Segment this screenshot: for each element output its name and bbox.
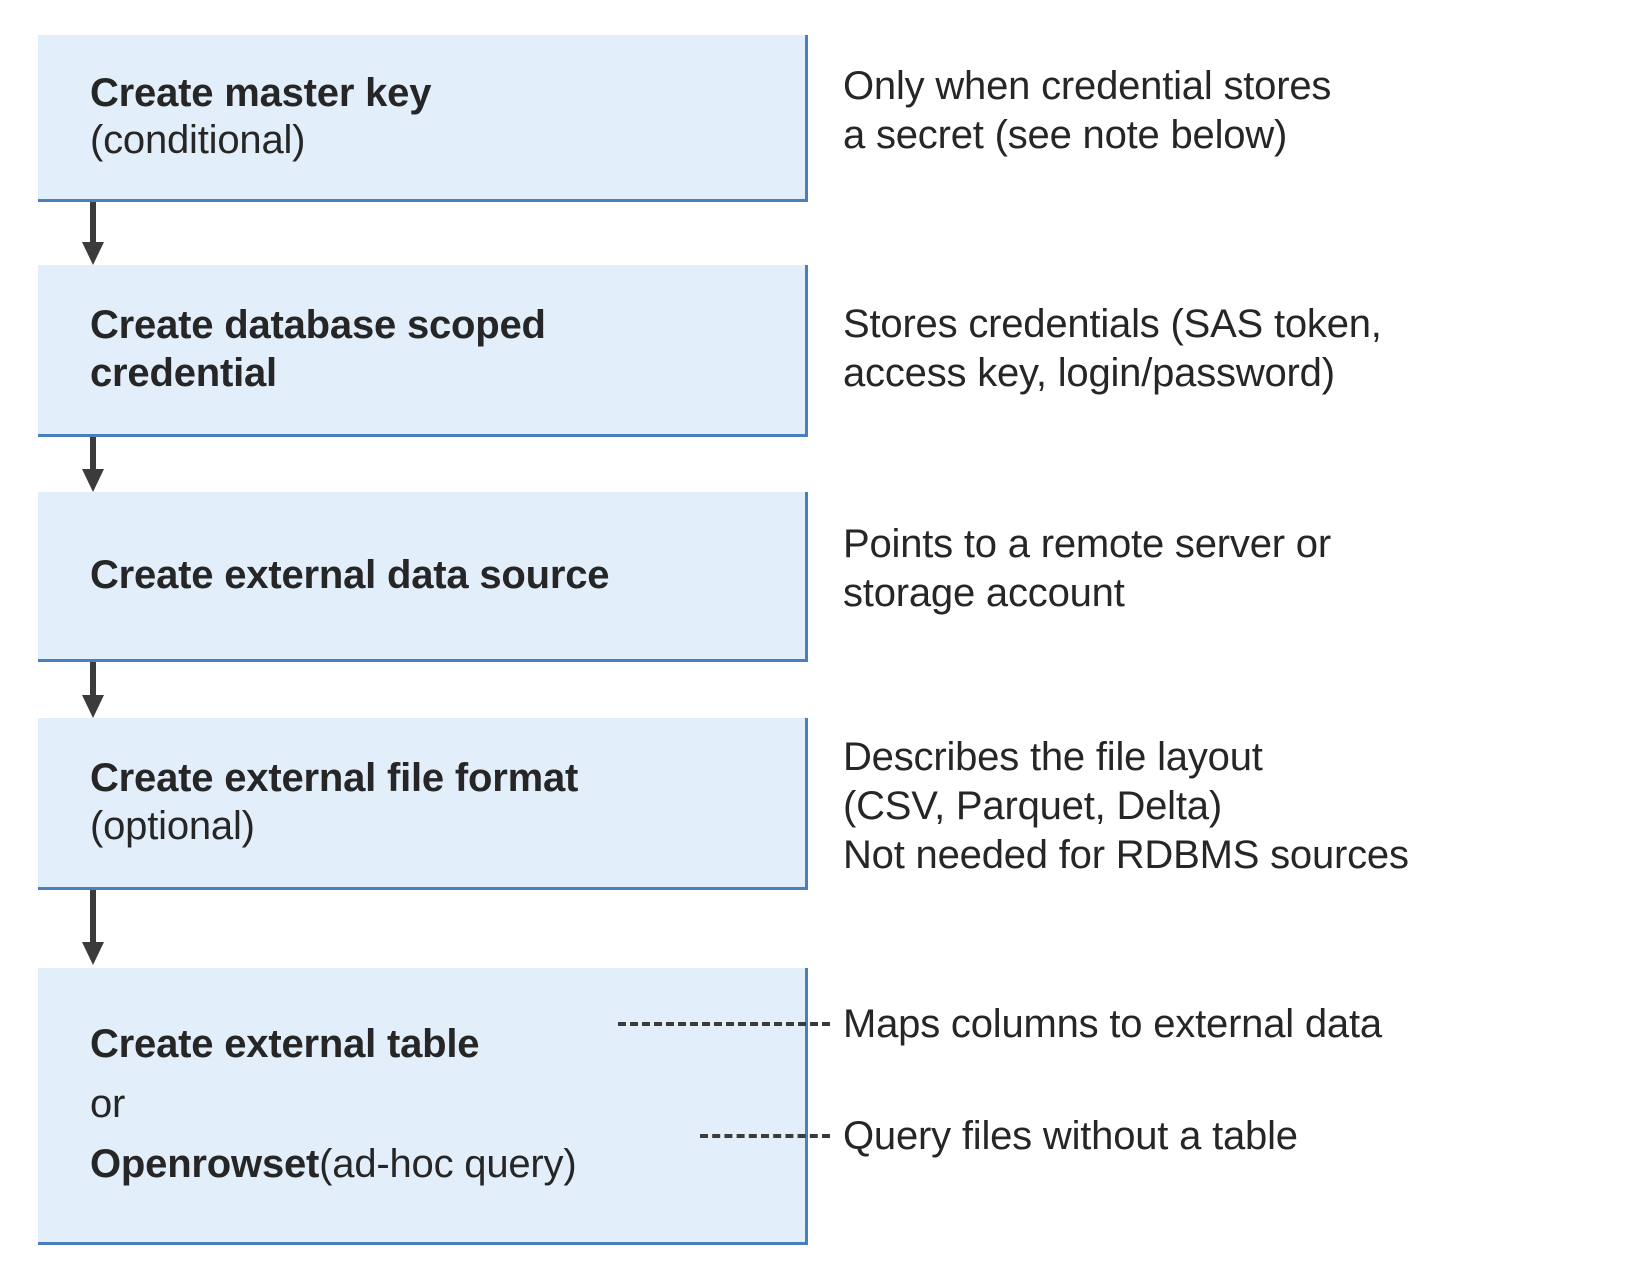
flow-arrow-3-icon (82, 662, 104, 718)
final-separator-row: or (38, 1076, 805, 1134)
step-subtitle: (optional) (90, 803, 255, 848)
dashed-connector-openrowset-icon (700, 1134, 830, 1138)
note-create-master-key: Only when credential stores a secret (se… (843, 64, 1332, 157)
step-box-create-external-file-format: Create external file format (optional) (38, 718, 808, 890)
step-title: Create database scoped (90, 303, 546, 348)
note-create-external-data-source: Points to a remote server or storage acc… (843, 522, 1331, 615)
step-title: Create external data source (90, 552, 610, 597)
step-subtitle: (conditional) (90, 118, 306, 162)
step-box-create-master-key: Create master key (conditional) (38, 35, 808, 202)
step-title-line2: credential (90, 350, 277, 395)
note-create-database-scoped-credential: Stores credentials (SAS token, access ke… (843, 302, 1382, 395)
step-box-create-external-data-source: Create external data source (38, 492, 808, 662)
flow-arrow-1-icon (82, 202, 104, 265)
final-separator-label: or (90, 1082, 126, 1127)
flow-arrow-4-icon (82, 890, 104, 968)
final-option-b-row: Openrowset (ad-hoc query) (38, 1134, 805, 1196)
note-create-external-table: Maps columns to external data (843, 1002, 1382, 1046)
final-option-a-label: Create external table (90, 1022, 480, 1067)
final-option-b-suffix: (ad-hoc query) (319, 1142, 577, 1187)
final-option-b-label: Openrowset (90, 1142, 320, 1187)
final-option-a-row: Create external table (38, 1014, 805, 1076)
step-box-create-database-scoped-credential: Create database scoped credential (38, 265, 808, 437)
step-box-create-external-table-or-openrowset: Create external table or Openrowset (ad-… (38, 968, 808, 1245)
step-title: Create master key (90, 70, 432, 115)
dashed-connector-table-icon (618, 1022, 830, 1026)
flow-arrow-2-icon (82, 437, 104, 492)
note-create-external-file-format: Describes the file layout (CSV, Parquet,… (843, 735, 1409, 877)
note-openrowset: Query files without a table (843, 1114, 1298, 1158)
step-title: Create external file format (90, 756, 579, 801)
